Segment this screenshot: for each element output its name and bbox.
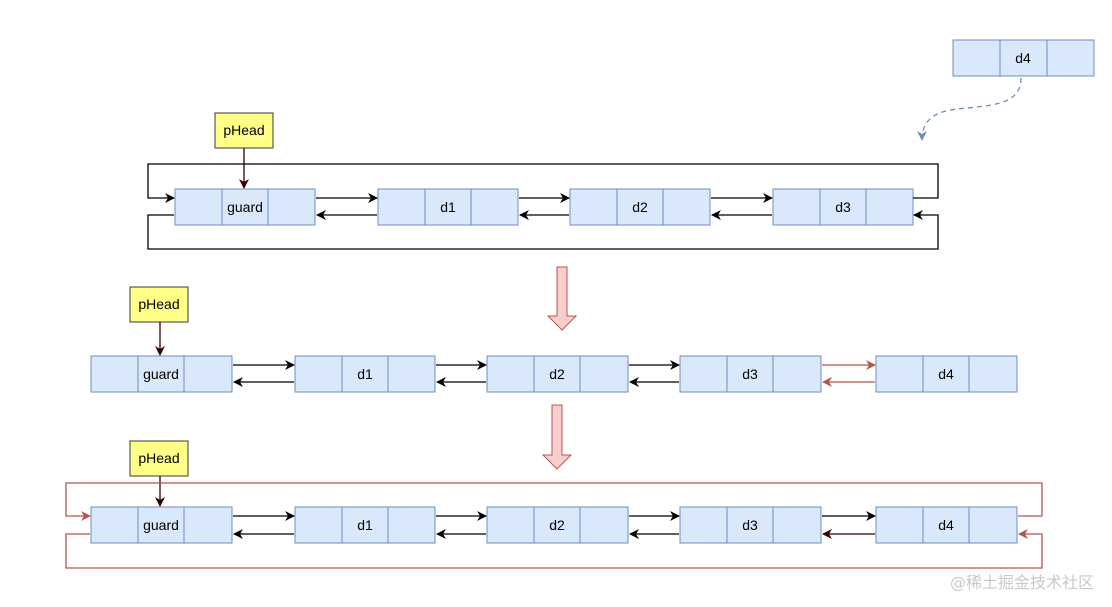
node-label: guard (227, 199, 263, 215)
phead-box: pHead (214, 112, 274, 149)
links (233, 360, 680, 387)
node-d3: d3 (679, 355, 822, 393)
node-label: d1 (357, 517, 373, 533)
phead-label: pHead (138, 296, 179, 312)
node-label: guard (143, 366, 179, 382)
node-label: d2 (632, 199, 648, 215)
circular-links (65, 482, 1043, 569)
phead-box: pHead (129, 286, 189, 323)
watermark: @稀土掘金技术社区 (949, 573, 1094, 592)
node-label: d1 (440, 199, 456, 215)
stage-3: pHead guard d1 d2 d3 (65, 440, 1043, 569)
node-label: d4 (1015, 50, 1031, 66)
node-d1: d1 (294, 506, 436, 544)
node-label: d4 (938, 517, 954, 533)
node-label: d3 (742, 517, 758, 533)
links (147, 163, 939, 250)
links (233, 511, 876, 539)
node-d3: d3 (679, 506, 822, 544)
stage-1: d4 pHead guard d1 d2 (147, 39, 1095, 250)
node-label: d2 (549, 366, 565, 382)
node-d2: d2 (486, 506, 629, 544)
node-d1: d1 (377, 188, 519, 226)
transition-arrow-2 (541, 404, 573, 470)
node-d2: d2 (569, 188, 711, 226)
node-label: d1 (357, 366, 373, 382)
node-label: guard (143, 517, 179, 533)
node-d3: d3 (772, 188, 914, 226)
insert-dashed-arrow (917, 77, 1022, 141)
node-d4-pending: d4 (952, 39, 1095, 77)
transition-arrow-1 (546, 266, 578, 331)
phead-label: pHead (223, 122, 264, 138)
node-guard: guard (174, 188, 316, 226)
node-guard: guard (90, 355, 233, 393)
phead-label: pHead (138, 450, 179, 466)
node-d4: d4 (875, 355, 1018, 393)
phead-box: pHead (129, 440, 189, 477)
node-guard: guard (90, 506, 233, 544)
node-d2: d2 (486, 355, 629, 393)
node-d1: d1 (294, 355, 436, 393)
stage-2: pHead guard d1 d2 d3 (90, 286, 1018, 393)
node-d4: d4 (875, 506, 1018, 544)
node-label: d2 (549, 517, 565, 533)
node-label: d3 (742, 366, 758, 382)
node-label: d3 (835, 199, 851, 215)
node-label: d4 (938, 366, 954, 382)
new-links (822, 360, 876, 387)
